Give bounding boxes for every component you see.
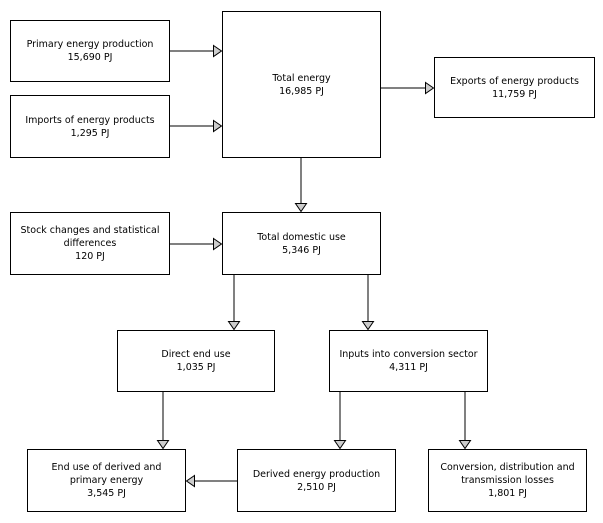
- node-label: Total energy: [272, 72, 331, 84]
- node-primary-energy-production[interactable]: Primary energy production 15,690 PJ: [10, 20, 170, 82]
- node-label: End use of derived and primary energy: [51, 462, 162, 486]
- node-end-use-of-derived-and-primary-energy[interactable]: End use of derived and primary energy 3,…: [27, 449, 186, 512]
- node-label: Total domestic use: [257, 231, 346, 243]
- node-value: 5,346 PJ: [282, 244, 321, 256]
- node-value: 1,801 PJ: [488, 488, 527, 499]
- node-value: 1,035 PJ: [176, 362, 216, 373]
- arrowhead-right: [213, 119, 223, 133]
- node-stock-changes-and-statistical-differences[interactable]: Stock changes and statistical difference…: [10, 212, 170, 275]
- arrowhead-right: [213, 237, 223, 251]
- node-label: Conversion, distribution and transmissio…: [440, 462, 575, 486]
- node-total-energy[interactable]: Total energy 16,985 PJ: [222, 11, 381, 158]
- node-imports-of-energy-products[interactable]: Imports of energy products 1,295 PJ: [10, 95, 170, 158]
- node-value: 2,510 PJ: [297, 481, 336, 493]
- node-value: 120 PJ: [75, 251, 105, 262]
- node-value: 4,311 PJ: [389, 362, 428, 373]
- node-label: Stock changes and statistical difference…: [20, 225, 160, 249]
- node-value: 3,545 PJ: [87, 488, 126, 499]
- arrowhead-left: [185, 474, 195, 488]
- arrowhead-right: [213, 44, 223, 58]
- node-total-domestic-use[interactable]: Total domestic use 5,346 PJ: [222, 212, 381, 275]
- node-label: Primary energy production: [26, 39, 154, 50]
- node-derived-energy-production[interactable]: Derived energy production 2,510 PJ: [237, 449, 396, 512]
- node-value: 16,985 PJ: [279, 85, 324, 97]
- arrowhead-down: [361, 321, 375, 331]
- arrowhead-down: [333, 440, 347, 450]
- node-value: 15,690 PJ: [67, 52, 113, 63]
- node-label: Derived energy production: [252, 468, 381, 480]
- node-value: 1,295 PJ: [70, 127, 110, 139]
- node-label: Exports of energy products: [450, 75, 579, 87]
- arrowhead-down: [294, 203, 308, 213]
- node-label: Inputs into conversion sector: [339, 349, 478, 360]
- arrowhead-down: [227, 321, 241, 331]
- arrowhead-down: [156, 440, 170, 450]
- node-inputs-into-conversion-sector[interactable]: Inputs into conversion sector 4,311 PJ: [329, 330, 488, 392]
- node-label: Direct end use: [161, 349, 231, 360]
- arrowhead-down: [458, 440, 472, 450]
- arrowhead-right: [425, 81, 435, 95]
- node-conversion-distribution-and-transmission-losses[interactable]: Conversion, distribution and transmissio…: [428, 449, 587, 512]
- node-direct-end-use[interactable]: Direct end use 1,035 PJ: [117, 330, 275, 392]
- node-exports-of-energy-products[interactable]: Exports of energy products 11,759 PJ: [434, 57, 595, 118]
- node-value: 11,759 PJ: [492, 88, 537, 100]
- node-label: Imports of energy products: [25, 114, 155, 126]
